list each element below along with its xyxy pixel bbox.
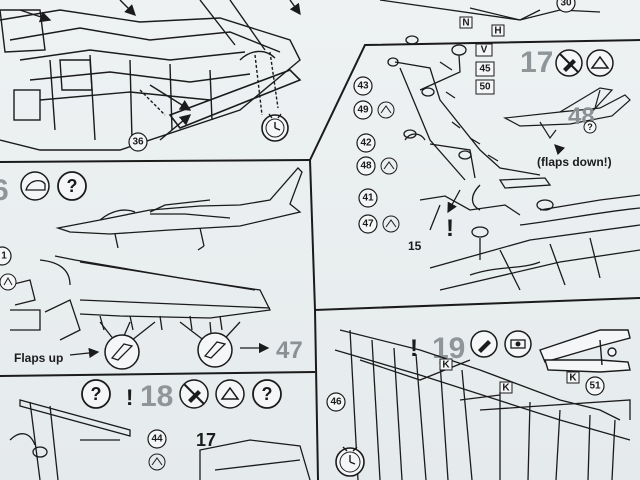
- step-18-number: 18: [140, 380, 173, 413]
- question-icon: ?: [252, 379, 282, 409]
- svg-text:1: 1: [1, 251, 7, 262]
- marker-v: V: [475, 43, 493, 57]
- question-icon: ?: [583, 120, 597, 134]
- step-18-drawing: [9, 399, 311, 480]
- svg-text:K: K: [502, 383, 510, 394]
- svg-text:K: K: [569, 373, 577, 384]
- svg-text:?: ?: [67, 176, 78, 196]
- clamp-icon: [539, 329, 631, 373]
- part-49-callout: 49: [353, 100, 395, 120]
- decal-icon: [586, 49, 614, 77]
- aircraft-flaps-down-view: [503, 87, 631, 140]
- part-36-callout: 36: [128, 132, 148, 152]
- part-41-callout: 41: [358, 188, 378, 208]
- flap-detail-right: [197, 332, 233, 368]
- svg-text:42: 42: [360, 138, 372, 149]
- svg-text:49: 49: [357, 105, 369, 116]
- part-15-label: 15: [408, 239, 422, 253]
- nose-gear-partial: [379, 0, 601, 21]
- aircraft-side-view: [55, 167, 303, 251]
- svg-text:V: V: [481, 45, 488, 56]
- part-number-36: 36: [132, 137, 144, 148]
- tape-icon: [504, 330, 532, 358]
- panel-dividers: [0, 39, 640, 480]
- part-42-callout: 42: [356, 133, 376, 153]
- marker-k: K: [439, 358, 453, 371]
- clock-icon: [261, 113, 289, 142]
- svg-text:47: 47: [362, 219, 374, 230]
- part-44-callout: 44: [147, 429, 167, 471]
- flap-detail-left: [104, 334, 140, 370]
- part-41-partial-callout: 1: [0, 246, 12, 266]
- svg-text:46: 46: [330, 397, 342, 408]
- no-glue-icon: [470, 330, 498, 358]
- no-glue-icon: [179, 379, 209, 409]
- part-46-callout: 46: [326, 392, 346, 412]
- svg-text:N: N: [462, 18, 469, 29]
- part-box-45: 45: [475, 61, 495, 77]
- part-47-callout: 47: [358, 214, 400, 234]
- decal-icon: [0, 273, 17, 291]
- svg-text:?: ?: [587, 122, 593, 132]
- svg-text:50: 50: [479, 82, 491, 93]
- question-icon: ?: [57, 171, 87, 201]
- wing-flaps-assembly: [9, 255, 271, 354]
- part-48-callout: 48: [356, 156, 398, 176]
- part-box-50: 50: [475, 79, 495, 95]
- svg-text:H: H: [494, 26, 501, 37]
- decal-icon: [215, 379, 245, 409]
- svg-text:?: ?: [262, 384, 273, 404]
- marker-h: H: [491, 24, 505, 37]
- fuselage-drawing: [0, 0, 302, 151]
- part-17-label: 17: [196, 430, 216, 450]
- svg-text:48: 48: [360, 161, 372, 172]
- part-51-callout: 51: [585, 376, 605, 396]
- part-47-large: 47: [276, 337, 303, 364]
- step-16-number: 6: [0, 174, 9, 207]
- step-17-number: 17: [520, 46, 553, 79]
- clock-icon: [335, 446, 365, 477]
- question-icon: ?: [81, 379, 111, 409]
- svg-text:41: 41: [362, 193, 374, 204]
- part-43-callout: 43: [353, 76, 373, 96]
- svg-text:K: K: [442, 360, 450, 371]
- step-19-drawing: [334, 329, 631, 480]
- svg-text:30: 30: [560, 0, 572, 9]
- fuselage-rear-15: [429, 194, 640, 291]
- no-glue-icon: [555, 49, 583, 77]
- svg-text:45: 45: [479, 64, 491, 75]
- svg-text:?: ?: [91, 384, 102, 404]
- part-30-callout: 30: [556, 0, 576, 13]
- warning-exclaim-17: !: [446, 215, 454, 242]
- svg-text:44: 44: [151, 434, 163, 445]
- svg-text:51: 51: [589, 381, 601, 392]
- marker-k: K: [566, 371, 580, 384]
- flaps-up-caption: Flaps up: [14, 351, 63, 365]
- actuator-parts: [387, 35, 554, 260]
- warning-exclaim-18: !: [126, 385, 133, 410]
- svg-text:43: 43: [357, 81, 369, 92]
- marker-k: K: [499, 381, 513, 394]
- cockpit-canopy-icon: [20, 171, 50, 201]
- flaps-down-caption: (flaps down!): [537, 155, 612, 169]
- marker-n: N: [459, 16, 473, 29]
